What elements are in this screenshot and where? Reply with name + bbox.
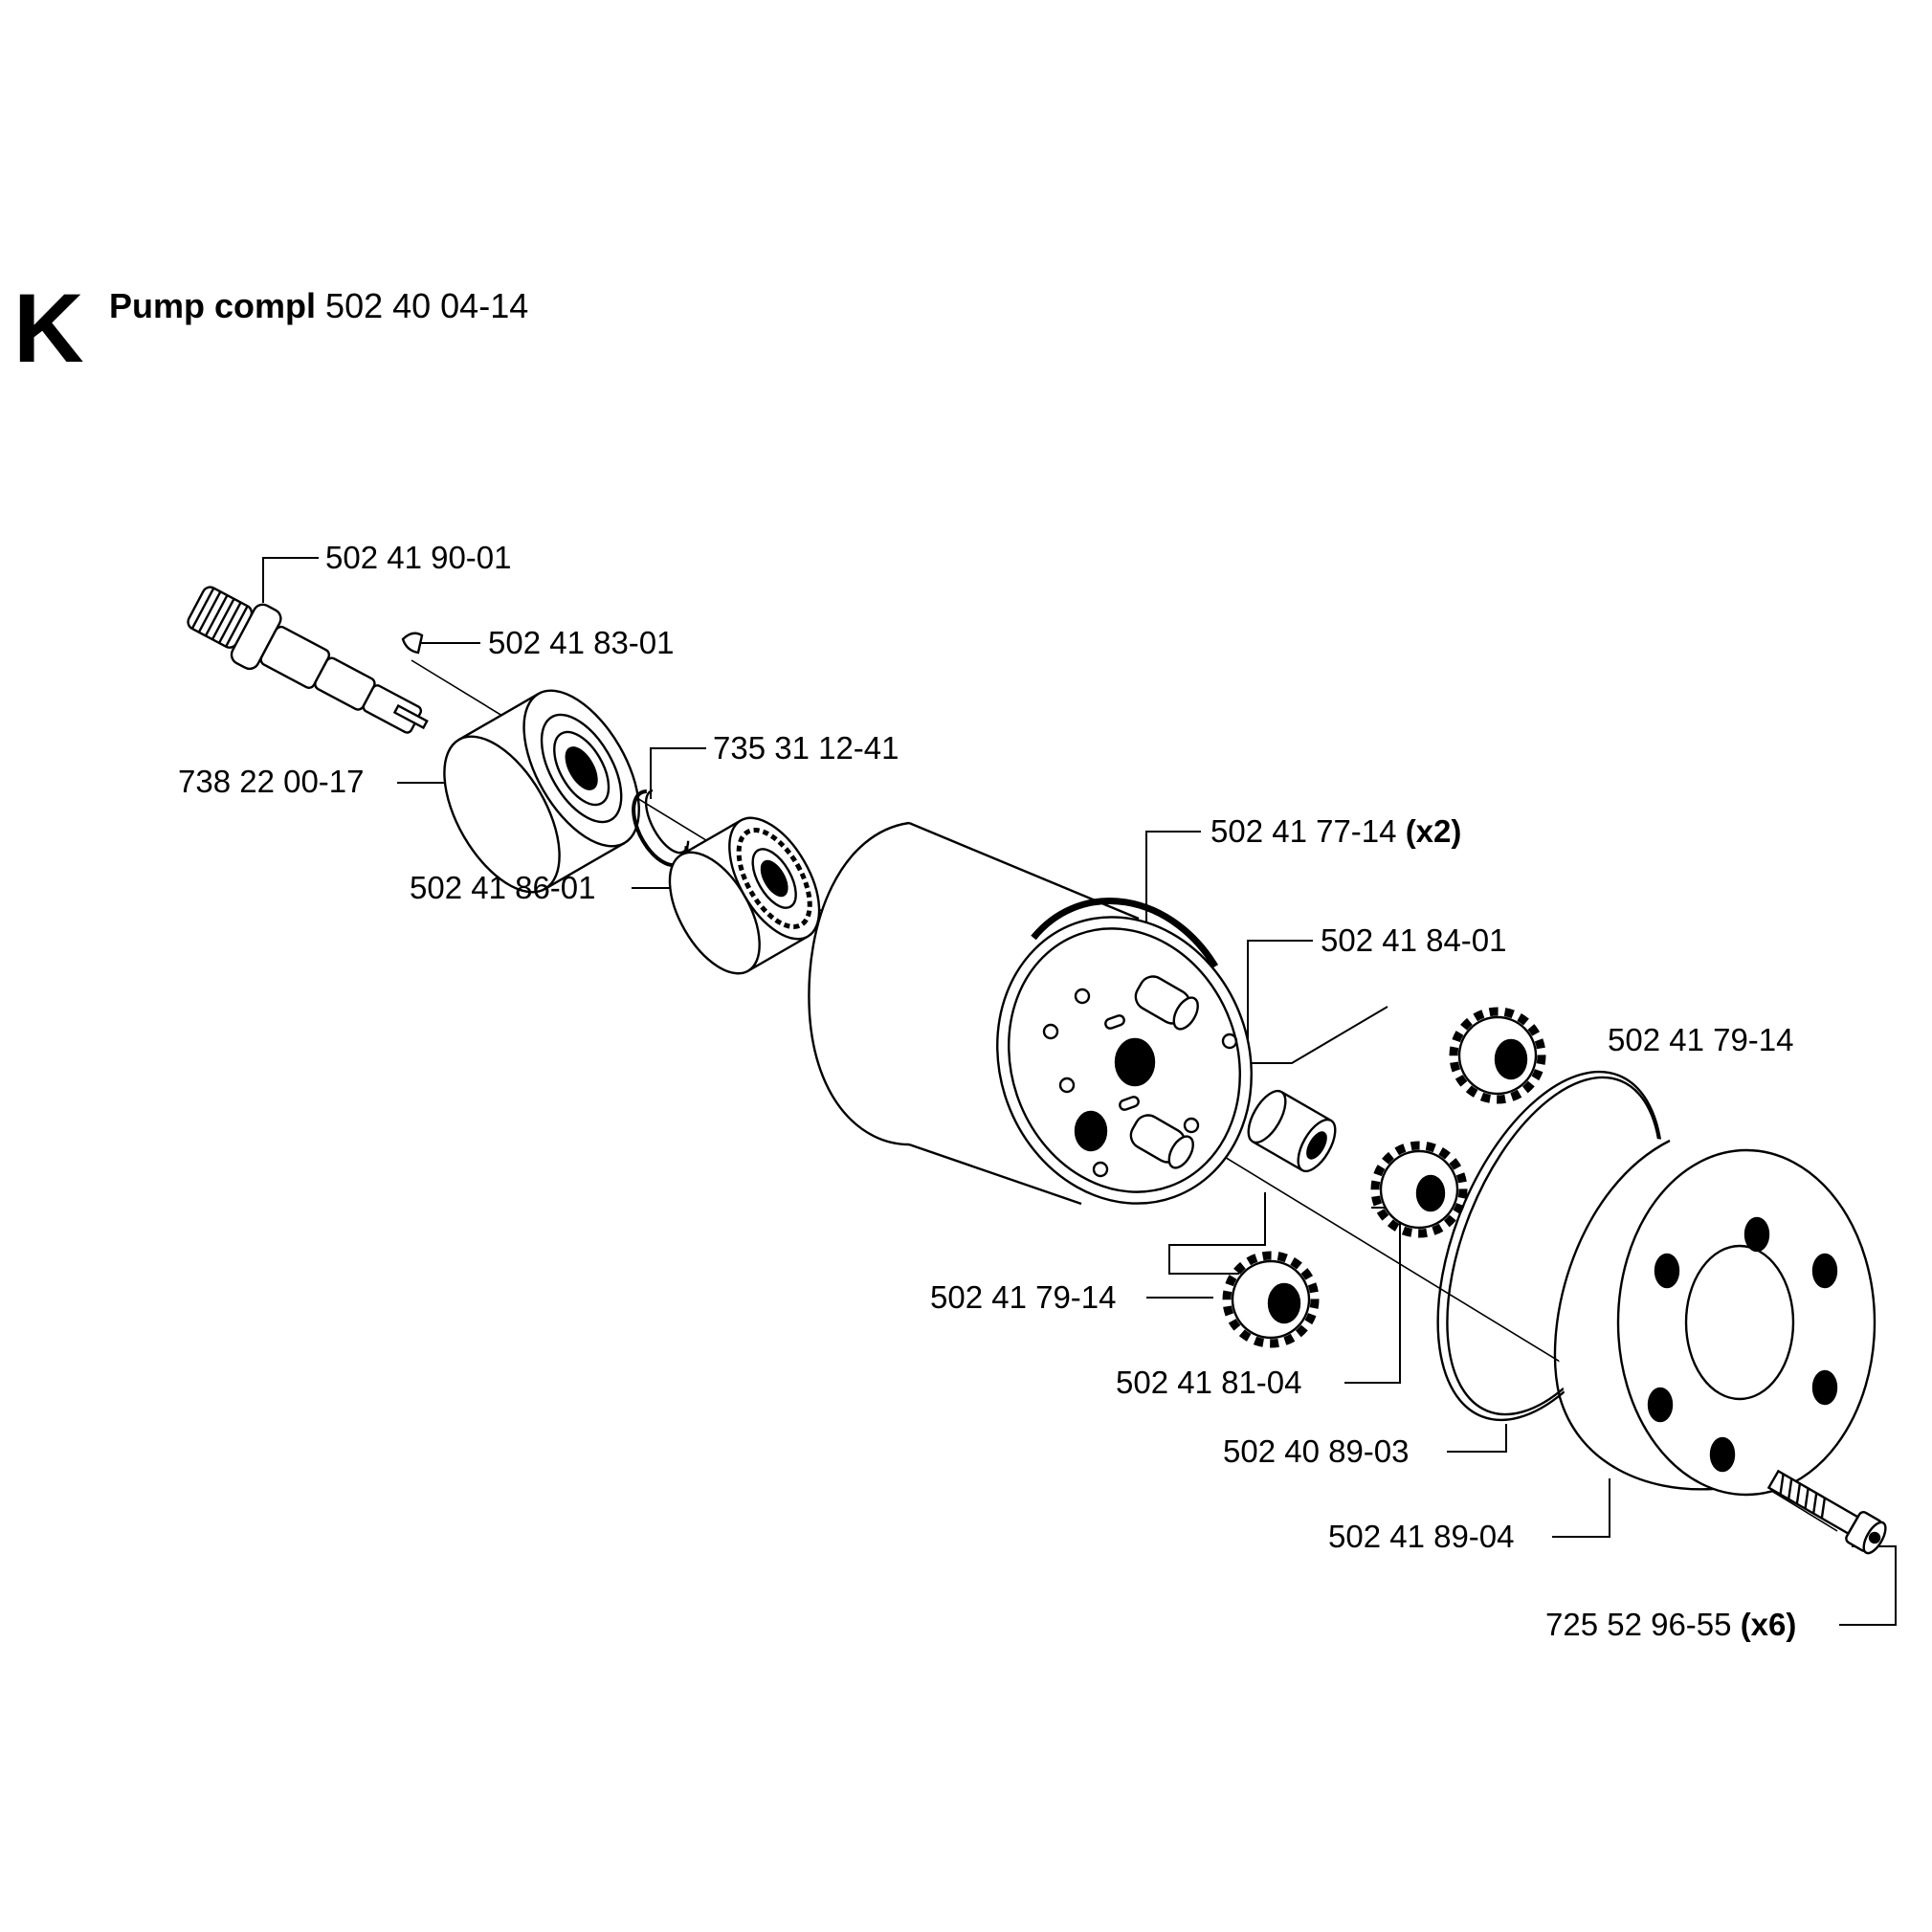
section-title: Pump compl 502 40 04-14	[109, 289, 528, 323]
part-label-bushing: 502 41 84-01	[1321, 922, 1507, 958]
quantity-badge: (x6)	[1740, 1607, 1797, 1642]
part-label-gear-upper: 502 41 79-14	[1608, 1022, 1794, 1057]
part-label-o-ring: 502 40 89-03	[1223, 1433, 1410, 1469]
leader-oring	[1447, 1424, 1507, 1453]
woodruff-key	[401, 632, 424, 655]
bushing	[1247, 1089, 1337, 1173]
leader-gear-lower	[1168, 1192, 1266, 1275]
assembly-name: Pump compl	[109, 286, 317, 325]
part-label-pump-cover: 502 41 89-04	[1328, 1519, 1515, 1554]
cap-screw	[1766, 1469, 1887, 1555]
pump-gear-center	[1375, 1145, 1463, 1233]
pump-housing	[808, 821, 1253, 1206]
leader-screw	[1839, 1545, 1897, 1626]
leader-bushing	[1247, 940, 1313, 1108]
pump-gear-lower	[1227, 1255, 1315, 1344]
part-label-bearing-small: 502 41 86-01	[410, 870, 596, 905]
leader-cover	[1552, 1478, 1610, 1538]
gear-pin-lower	[1129, 1114, 1194, 1169]
part-label-bearing-large: 738 22 00-17	[178, 764, 365, 799]
part-label-gear-center: 502 41 81-04	[1116, 1365, 1302, 1400]
drive-shaft	[187, 586, 429, 734]
quantity-badge: (x2)	[1405, 813, 1462, 849]
pump-cover	[1553, 1139, 1876, 1497]
part-label-pin: 502 41 77-14 (x2)	[1210, 813, 1462, 849]
part-label-key: 502 41 83-01	[488, 625, 675, 660]
part-label-circlip: 735 31 12-41	[713, 730, 899, 766]
ball-bearing-large	[443, 689, 640, 894]
part-label-gear-lower: 502 41 79-14	[930, 1279, 1117, 1315]
leader-shaft	[262, 557, 319, 603]
assembly-part-number: 502 40 04-14	[325, 286, 529, 325]
section-letter: K	[13, 274, 84, 383]
pump-gear-upper	[1454, 1011, 1542, 1099]
ball-bearing-small	[668, 816, 821, 975]
leader-gear-center	[1344, 1207, 1401, 1384]
leader-gear-upper	[1228, 1006, 1388, 1064]
part-label-drive-shaft: 502 41 90-01	[325, 540, 512, 575]
part-label-cap-screw: 725 52 96-55 (x6)	[1545, 1607, 1797, 1642]
gear-pin-upper	[1134, 975, 1199, 1031]
leader-circlip	[650, 747, 706, 799]
